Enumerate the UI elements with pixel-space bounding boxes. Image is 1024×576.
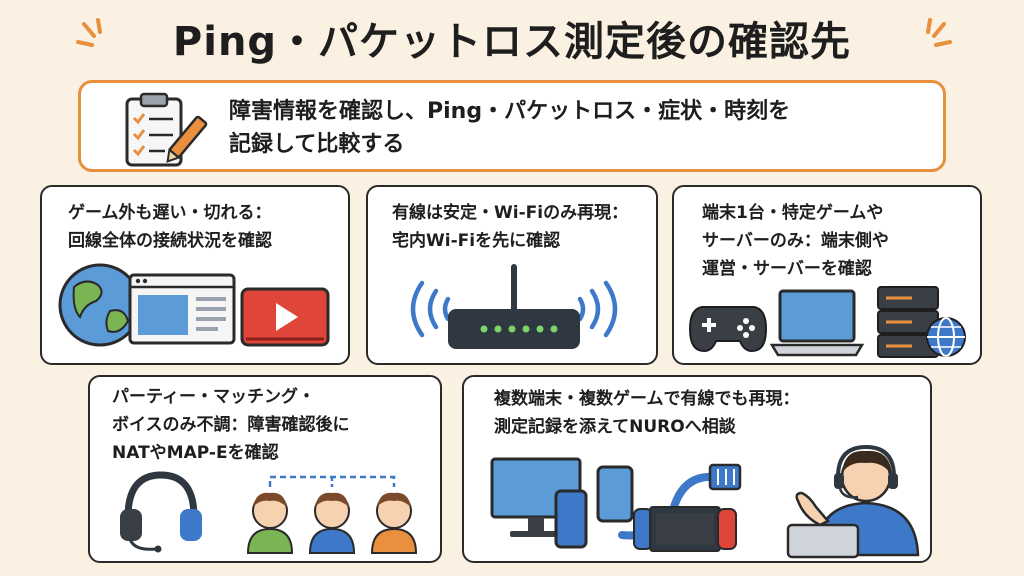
card-device-server-line-3: 運営・サーバーを確認 [702,259,872,279]
smartphone-icon [596,465,634,523]
card-device-server-line-2: サーバーのみ：端末側や [702,231,889,251]
card-whole-line-text: ゲーム外も遅い・切れる： 回線全体の接続状況を確認 [68,199,272,255]
card-party-voice-line-1: パーティー・マッチング・ [112,387,315,407]
players-icon [246,475,418,554]
card-wifi: 有線は安定・Wi-Fiのみ再現： 宅内Wi-Fiを先に確認 [366,185,658,365]
card-wifi-text: 有線は安定・Wi-Fiのみ再現： 宅内Wi-Fiを先に確認 [392,199,628,255]
globe-icon [58,263,142,347]
summary-text: 障害情報を確認し、Ping・パケットロス・症状・時刻を 記録して比較する [229,95,929,161]
wifi-waves-icon [410,280,618,338]
left-spark-icon [76,18,102,47]
browser-window-icon [128,273,236,345]
card-party-voice-line-2: ボイスのみ不調：障害確認後に [112,415,350,435]
laptop-icon [769,289,865,357]
support-operator-icon [786,444,920,559]
card-whole-line-line-1: ゲーム外も遅い・切れる： [68,203,272,223]
card-wifi-line-1: 有線は安定・Wi-Fiのみ再現： [392,203,629,223]
card-consult-nuro-text: 複数端末・複数ゲームで有線でも再現： 測定記録を添えてNUROへ相談 [494,385,800,441]
globe-icon [926,317,966,357]
page-title: Ping・パケットロス測定後の確認先 [172,19,852,65]
summary-line-1: 障害情報を確認し、Ping・パケットロス・症状・時刻を [229,99,791,124]
smartphone-icon [554,489,588,549]
card-whole-line-line-2: 回線全体の接続状況を確認 [68,231,272,251]
card-device-server: 端末1台・特定ゲームや サーバーのみ：端末側や 運営・サーバーを確認 [672,185,982,365]
summary-line-2: 記録して比較する [229,132,405,157]
card-consult-nuro-line-1: 複数端末・複数ゲームで有線でも再現： [494,389,800,409]
card-device-server-line-1: 端末1台・特定ゲームや [702,203,884,223]
headset-icon [120,471,202,553]
card-whole-line: ゲーム外も遅い・切れる： 回線全体の接続状況を確認 [40,185,350,365]
handheld-console-icon [633,506,737,552]
card-consult-nuro: 複数端末・複数ゲームで有線でも再現： 測定記録を添えてNUROへ相談 [462,375,932,563]
card-consult-nuro-line-2: 測定記録を添えてNUROへ相談 [494,417,736,437]
wifi-router-icon [448,264,580,349]
server-icon [877,286,939,358]
card-device-server-text: 端末1台・特定ゲームや サーバーのみ：端末側や 運営・サーバーを確認 [702,199,889,283]
clipboard-checklist-icon [125,92,208,167]
video-play-icon [240,287,330,347]
card-wifi-line-2: 宅内Wi-Fiを先に確認 [392,231,561,251]
card-party-voice-line-3: NATやMAP-Eを確認 [112,443,279,463]
gamepad-icon [688,306,768,353]
card-party-voice: パーティー・マッチング・ ボイスのみ不調：障害確認後に NATやMAP-Eを確認 [88,375,442,563]
card-party-voice-text: パーティー・マッチング・ ボイスのみ不調：障害確認後に NATやMAP-Eを確認 [112,383,350,467]
summary-box: 障害情報を確認し、Ping・パケットロス・症状・時刻を 記録して比較する [78,80,946,172]
right-spark-icon [926,18,952,47]
